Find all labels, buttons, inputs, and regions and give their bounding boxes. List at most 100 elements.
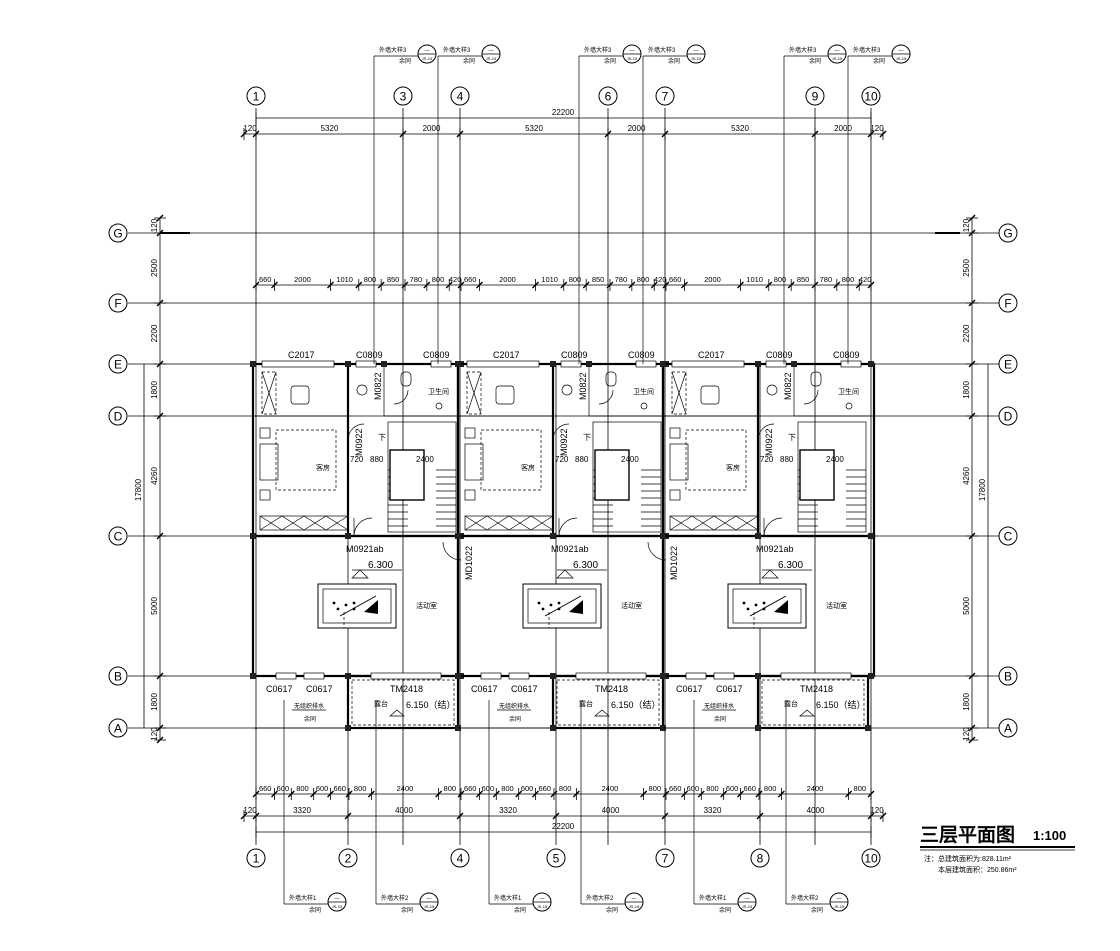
callout-sub-label: 余同 bbox=[606, 906, 618, 914]
elevation-marker-icon bbox=[351, 569, 369, 579]
dim-bottom-detail-slash bbox=[310, 790, 318, 798]
window-c2017 bbox=[671, 360, 745, 368]
axis-right-A-circle bbox=[998, 718, 1018, 738]
terrace-elevation-label: 6.150（结） bbox=[406, 699, 456, 710]
door-m0822-label: M0822 bbox=[783, 372, 793, 400]
dim-bottom-detail-text: 800 bbox=[501, 784, 514, 793]
door-tm2418 bbox=[780, 672, 852, 680]
terrace-label: 露台 bbox=[579, 699, 593, 708]
dim-right-total-text: 17800 bbox=[978, 478, 987, 501]
dim-right-seg-slash bbox=[968, 229, 976, 237]
callout-bubble-ref: JS-15 bbox=[629, 904, 640, 909]
callout-bubble-dash: — bbox=[632, 896, 637, 902]
axis-bottom-8-circle bbox=[750, 848, 770, 868]
activity-room-label: 活动室 bbox=[826, 601, 847, 610]
pool-cue-icon bbox=[339, 595, 377, 617]
axis-right-D-circle bbox=[998, 406, 1018, 426]
callout-main-label: 外墙大样2 bbox=[791, 894, 819, 902]
window-c0617-b bbox=[303, 672, 325, 680]
window-c0617-a-label: C0617 bbox=[471, 684, 498, 694]
axis-bottom-4-label: 4 bbox=[457, 852, 464, 866]
pool-ball-icon bbox=[742, 601, 746, 605]
axis-right-C-circle bbox=[998, 526, 1018, 546]
window-c0617-b-label: C0617 bbox=[511, 684, 538, 694]
callout-bubble-dash: — bbox=[630, 48, 635, 54]
axis-top-4-label: 4 bbox=[457, 90, 464, 104]
closet-cross bbox=[713, 515, 737, 531]
callout-bubble-dash: — bbox=[745, 896, 750, 902]
dim-top-detail-slash bbox=[833, 281, 841, 289]
dim-top-detail-slash bbox=[377, 281, 385, 289]
axis-bottom-4-circle bbox=[450, 848, 470, 868]
dim-bottom-seg-text: 4000 bbox=[602, 806, 620, 815]
chair-icon bbox=[290, 385, 310, 405]
dim-right-seg-text: 1800 bbox=[962, 381, 971, 399]
dim-bottom-detail-slash bbox=[720, 790, 728, 798]
dim-top-detail-text: 660 bbox=[464, 275, 477, 284]
dim-bottom-detail-slash bbox=[515, 790, 523, 798]
dim-bottom-detail-text: 660 bbox=[669, 784, 682, 793]
door-swing-m0921ab bbox=[353, 517, 373, 537]
dim-bottom-detail-slash bbox=[492, 790, 500, 798]
dim-top-detail-text: 420 bbox=[449, 275, 462, 284]
dim-bottom-detail-slash bbox=[475, 790, 483, 798]
floor-drain-icon bbox=[435, 402, 443, 410]
axis-bottom-1-label: 1 bbox=[253, 852, 260, 866]
closet-cross bbox=[508, 515, 532, 531]
window-c0617-b bbox=[713, 672, 735, 680]
dim-bottom-detail-text: 660 bbox=[743, 784, 756, 793]
bed-headboard bbox=[669, 443, 689, 481]
structural-column bbox=[755, 533, 761, 539]
dim-top-detail-slash bbox=[475, 281, 483, 289]
dim-bottom-detail-text: 2400 bbox=[397, 784, 414, 793]
dim-top-seg-slash bbox=[456, 130, 464, 138]
window-c0809-a-label: C0809 bbox=[766, 350, 793, 360]
pool-ball-icon bbox=[332, 601, 336, 605]
dim-top-detail-slash bbox=[270, 281, 278, 289]
dim-left-seg-slash bbox=[156, 360, 164, 368]
nightstand-icon bbox=[464, 489, 476, 501]
axis-bottom-10-label: 10 bbox=[864, 852, 878, 866]
axis-right-F-label: F bbox=[1004, 297, 1011, 311]
dim-bottom-seg-text: 3320 bbox=[499, 806, 517, 815]
stair-dim-880: 880 bbox=[575, 455, 589, 464]
dim-top-detail-text: 800 bbox=[774, 275, 787, 284]
detail-callouts: 外墙大样3余同—JS-15外墙大样3余同—JS-15外墙大样1余同—JS-15外… bbox=[283, 44, 911, 914]
callout-main-label: 外墙大样1 bbox=[699, 894, 727, 902]
axis-top-10-circle bbox=[861, 86, 881, 106]
door-tm2418-label: TM2418 bbox=[800, 684, 833, 694]
door-swing-m0822 bbox=[598, 389, 614, 405]
dim-left-seg-slash bbox=[156, 736, 164, 744]
callout-sub-label: 余同 bbox=[309, 906, 321, 914]
dim-left-seg-text: 2200 bbox=[150, 324, 159, 342]
callout-bubble-dash: — bbox=[427, 896, 432, 902]
dim-top-detail-slash bbox=[401, 281, 409, 289]
bedroom-label: 客房 bbox=[521, 463, 535, 472]
pool-ball-icon bbox=[344, 603, 348, 607]
axis-left-B-label: B bbox=[114, 670, 122, 684]
toilet-icon bbox=[605, 371, 617, 387]
pool-rack-icon bbox=[364, 600, 378, 614]
dim-bottom-seg-slash bbox=[552, 812, 560, 820]
stair-dim-880: 880 bbox=[780, 455, 794, 464]
axis-bottom-8-label: 8 bbox=[757, 852, 764, 866]
elevation-marker-icon bbox=[556, 569, 574, 579]
closet-cross bbox=[303, 515, 327, 531]
terrace-label: 露台 bbox=[784, 699, 798, 708]
dim-left-seg-slash bbox=[156, 724, 164, 732]
pool-ball-icon bbox=[352, 607, 356, 611]
dim-bottom-seg-slash bbox=[879, 812, 887, 820]
callout-main-label: 外墙大样3 bbox=[379, 46, 407, 54]
dim-top-seg-text: 120 bbox=[243, 124, 257, 133]
stair-well bbox=[799, 449, 835, 501]
axis-left-G-circle bbox=[108, 223, 128, 243]
dim-top-seg-text: 2000 bbox=[628, 124, 646, 133]
axis-right-C-label: C bbox=[1004, 530, 1013, 544]
toilet-icon bbox=[810, 371, 822, 387]
axis-top-10-label: 10 bbox=[864, 90, 878, 104]
callout-bubble-dash: — bbox=[899, 48, 904, 54]
dim-left-seg-slash bbox=[156, 672, 164, 680]
